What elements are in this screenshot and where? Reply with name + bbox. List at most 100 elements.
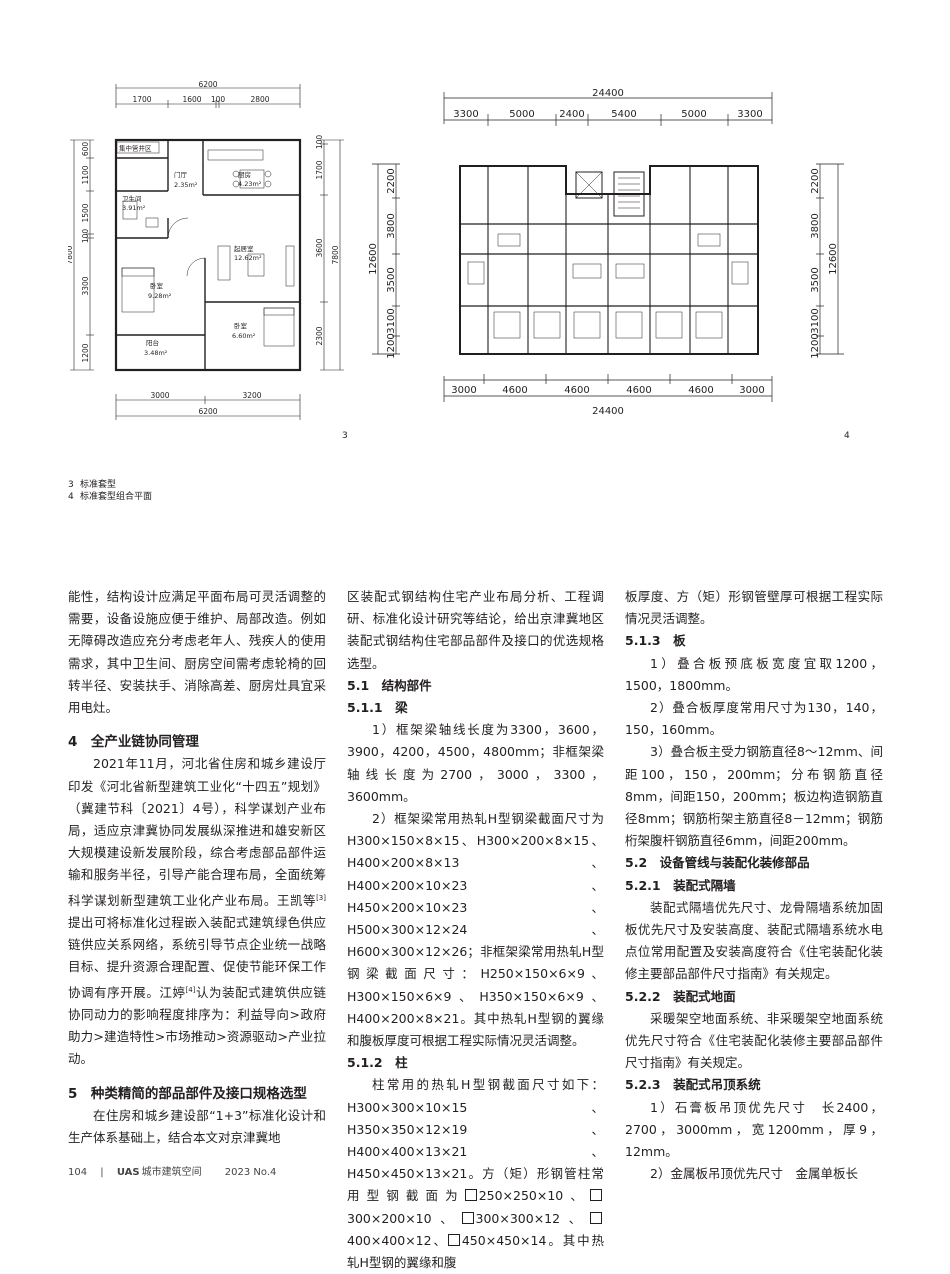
fig4-right-dim: 3500 <box>810 267 821 292</box>
subsection-heading: 5.2.3 装配式吊顶系统 <box>625 1077 761 1093</box>
square-tube-symbol <box>590 1211 602 1224</box>
paragraph: 2）金属板吊顶优先尺寸 金属单板长 <box>650 1166 858 1182</box>
figure-number: 4 <box>844 431 850 441</box>
paragraph: 区装配式钢结构住宅产业布局分析、工程调研、标准化设计研究等结论，给出京津冀地区装… <box>347 589 604 671</box>
fig3-right-dim: 100 <box>315 135 324 150</box>
paragraph: 柱常用的热轧H型钢截面尺寸如下：H300×300×10×15、H350×350×… <box>347 1077 604 1271</box>
square-tube-symbol <box>464 1189 477 1202</box>
section-heading: 5.2 设备管线与装配化装修部品 <box>625 855 810 871</box>
fig4-right-dim: 1200 <box>810 333 821 358</box>
text-column-1: 能性，结构设计应满足平面布局可灵活调整的需要，设备设施应便于维护、局部改造。例如… <box>68 586 326 1149</box>
room-label: 厨房 <box>238 170 251 179</box>
paragraph: 采暖架空地面系统、非采暖架空地面系统优先尺寸符合《住宅装配化装修主要部品部件尺寸… <box>625 1010 883 1071</box>
citation: [4] <box>185 985 196 994</box>
fig4-bottom-dim: 3000 <box>739 385 764 396</box>
fig4-left-dim: 2200 <box>386 168 397 193</box>
footer-separator: | <box>100 1167 104 1178</box>
figure-3-floor-plan: 6200 1700 1600 100 2800 3000 3200 6200 7… <box>68 80 344 420</box>
fig4-top-total: 24400 <box>592 88 624 99</box>
paragraph: 2021年11月，河北省住房和城乡建设厅印发《河北省新型建筑工业化“十四五”规划… <box>68 756 326 1067</box>
fig3-left-dim: 3300 <box>81 276 90 295</box>
subsection-heading: 5.2.1 装配式隔墙 <box>625 877 736 893</box>
page-number: 104 <box>68 1167 88 1178</box>
fig4-bottom-dim: 4600 <box>626 385 651 396</box>
fig4-bottom-dim: 3000 <box>451 385 476 396</box>
citation: [3] <box>316 893 326 902</box>
fig4-top-dim: 3300 <box>453 109 478 120</box>
section-heading: 5.1 结构部件 <box>347 677 432 693</box>
room-label: 阳台 <box>146 338 159 347</box>
fig3-bottom-total: 6200 <box>198 407 217 416</box>
room-label: 卫生间 <box>122 194 142 203</box>
fig4-right-dim: 3100 <box>810 308 821 333</box>
room-area: 12.62m² <box>234 254 262 262</box>
paragraph: 板厚度、方（矩）形钢管壁厚可根据工程实际情况灵活调整。 <box>625 589 883 627</box>
fig4-left-dim: 3100 <box>386 308 397 333</box>
room-label: 卧室 <box>150 281 164 290</box>
fig4-left-dim: 3500 <box>386 267 397 292</box>
fig3-right-dim: 1700 <box>315 160 324 179</box>
fig4-top-dim: 5000 <box>509 109 534 120</box>
figure-4-combined-plan: 24400 3300 5000 2400 5400 5000 3300 3000… <box>368 88 844 417</box>
fig3-top-dim: 100 <box>211 95 226 104</box>
fig4-right-dim: 3800 <box>810 213 821 238</box>
subsection-heading: 5.1.3 板 <box>625 633 686 649</box>
fig3-left-dim: 1200 <box>81 343 90 362</box>
fig4-bottom-total: 24400 <box>592 406 624 417</box>
paragraph: 3）叠合板主受力钢筋直径8～12mm、间距100，150，200mm；分布钢筋直… <box>625 744 883 849</box>
square-tube-symbol <box>447 1233 460 1246</box>
paragraph: 能性，结构设计应满足平面布局可灵活调整的需要，设备设施应便于维护、局部改造。例如… <box>68 589 326 716</box>
room-label: 起居室 <box>234 244 254 253</box>
room-label: 集中管井区 <box>119 144 152 153</box>
fig3-right-dim: 2300 <box>315 326 324 345</box>
square-tube-symbol <box>461 1211 474 1224</box>
fig4-bottom-dim: 4600 <box>564 385 589 396</box>
fig3-left-dim: 1500 <box>81 203 90 222</box>
paragraph: 在住房和城乡建设部“1+3”标准化设计和生产体系基础上，结合本文对京津冀地 <box>68 1107 326 1145</box>
room-area: 2.35m² <box>174 181 198 189</box>
figure-number: 3 <box>342 431 348 441</box>
room-area: 3.48m² <box>144 349 168 357</box>
subsection-heading: 5.2.2 装配式地面 <box>625 988 736 1004</box>
fig4-top-dim: 2400 <box>559 109 584 120</box>
paragraph: 1）框架梁轴线长度为3300，3600，3900，4200，4500，4800m… <box>347 722 604 804</box>
fig4-bottom-dim: 4600 <box>688 385 713 396</box>
fig3-bottom-dim: 3000 <box>150 391 169 400</box>
section-heading: 5 种类精简的部品部件及接口规格选型 <box>68 1085 307 1102</box>
subsection-heading: 5.1.2 柱 <box>347 1055 408 1071</box>
text-column-3: 板厚度、方（矩）形钢管壁厚可根据工程实际情况灵活调整。 5.1.3 板 1）叠合… <box>625 586 883 1185</box>
room-area: 9.28m² <box>148 292 172 300</box>
fig4-bottom-dim: 4600 <box>502 385 527 396</box>
text-column-2: 区装配式钢结构住宅产业布局分析、工程调研、标准化设计研究等结论，给出京津冀地区装… <box>347 586 604 1274</box>
subsection-heading: 5.1.1 梁 <box>347 700 408 716</box>
fig3-left-dim: 1100 <box>81 165 90 184</box>
fig3-right-dim: 3600 <box>315 238 324 257</box>
fig3-top-dim: 1600 <box>182 95 201 104</box>
room-label: 门厅 <box>174 170 188 179</box>
fig4-left-dim: 3800 <box>386 213 397 238</box>
fig3-top-total: 6200 <box>198 80 217 89</box>
paragraph: 装配式隔墙优先尺寸、龙骨隔墙系统加固板优先尺寸及安装高度、装配式隔墙系统水电点位… <box>625 899 883 982</box>
paragraph: 2）叠合板厚度常用尺寸为130，140，150，160mm。 <box>625 700 883 738</box>
fig4-top-dim: 3300 <box>737 109 762 120</box>
fig4-right-total: 12600 <box>828 243 839 275</box>
fig3-right-total: 7800 <box>331 245 340 264</box>
room-area: 6.60m² <box>232 332 256 340</box>
room-area: 3.91m² <box>122 204 146 212</box>
issue-label: 2023 No.4 <box>224 1167 277 1178</box>
square-tube-symbol <box>590 1189 602 1202</box>
fig3-left-dim: 100 <box>81 229 90 244</box>
paragraph: 2）框架梁常用热轧H型钢梁截面尺寸为H300×150×8×15、H300×200… <box>347 811 604 1049</box>
fig4-top-dim: 5400 <box>611 109 636 120</box>
room-area: 4.23m² <box>238 180 262 188</box>
fig3-left-dim: 600 <box>81 142 90 157</box>
fig4-left-total: 12600 <box>368 243 379 275</box>
paragraph: 1）石膏板吊顶优先尺寸 长2400，2700，3000mm，宽1200mm，厚9… <box>625 1099 883 1160</box>
paragraph: 1）叠合板预底板宽度宜取1200，1500，1800mm。 <box>625 655 883 693</box>
fig3-left-total: 7800 <box>68 245 74 264</box>
